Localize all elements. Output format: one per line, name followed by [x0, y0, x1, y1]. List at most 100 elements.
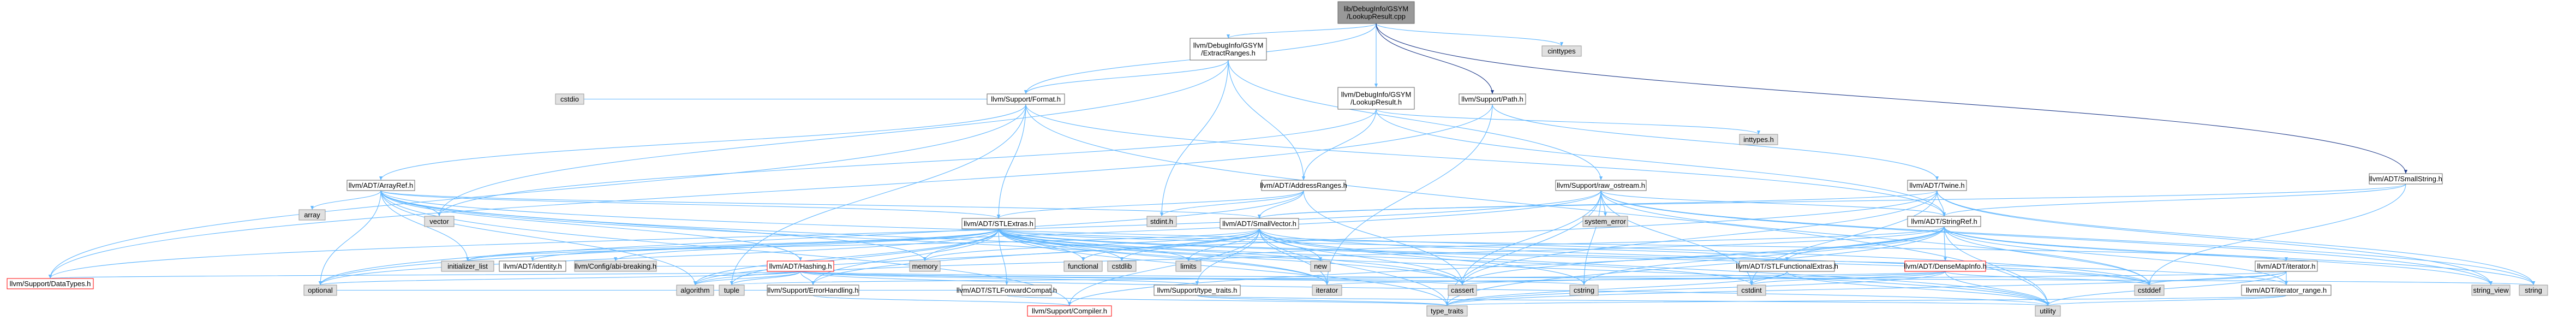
- node-llvm-adt-iterator-range-h[interactable]: llvm/ADT/iterator_range.h: [2241, 284, 2332, 296]
- node-box: [676, 284, 714, 296]
- edge-eranges-to-stdint: [1160, 60, 1229, 217]
- edge-densemapinfo-to-cassert: [1461, 271, 1946, 286]
- node-llvm-adt-twine-h[interactable]: llvm/ADT/Twine.h: [1907, 180, 1967, 191]
- node-box: [2134, 284, 2165, 296]
- edge-stlextras-to-functional: [998, 228, 1085, 262]
- edges-layer: [48, 23, 2535, 306]
- edge-densemapinfo-to-cstddef: [1945, 271, 2151, 286]
- edge-stringref-to-string: [1944, 226, 2535, 286]
- edge-smallvector-to-iterator: [1259, 228, 1329, 286]
- edge-rawostream-to-stringref: [1600, 190, 1946, 217]
- node-box: [1426, 305, 1468, 317]
- node-llvm-debuginfo-gsym-extractranges-h[interactable]: llvm/DebugInfo/GSYM/ExtractRanges.h: [1190, 38, 1267, 61]
- edge-rawostream-to-optional: [319, 190, 1601, 286]
- edge-arrayref-to-optional: [318, 190, 381, 286]
- node-label: cstring: [1574, 286, 1594, 294]
- node-cstring: cstring: [1569, 284, 1599, 296]
- node-llvm-support-errorhandling-h[interactable]: llvm/Support/ErrorHandling.h: [767, 284, 859, 296]
- edge-lookupres-to-addrranges: [1301, 109, 1377, 181]
- node-box: [555, 93, 584, 105]
- node-label: llvm/DebugInfo/GSYM: [1193, 42, 1264, 50]
- node-llvm-support-type-traits-h[interactable]: llvm/Support/type_traits.h: [1153, 284, 1241, 296]
- node-box: [1175, 260, 1202, 272]
- node-llvm-support-compiler-h[interactable]: llvm/Support/Compiler.h: [1027, 305, 1112, 317]
- node-lib-debuginfo-gsym-lookupresult-cpp[interactable]: lib/DebugInfo/GSYM/LookupResult.cpp: [1337, 1, 1415, 24]
- edge-typetraitsh-to-utility: [1197, 295, 2049, 306]
- node-llvm-adt-addressranges-h[interactable]: llvm/ADT/AddressRanges.h: [1260, 180, 1347, 191]
- node-cinttypes: cinttypes: [1541, 45, 1582, 57]
- node-llvm-adt-iterator-h[interactable]: llvm/ADT/iterator.h: [2255, 260, 2318, 272]
- edge-path-to-iterator: [1325, 104, 1493, 286]
- edge-stlextras-to-initlist: [466, 228, 999, 262]
- edge-eranges-to-vector: [437, 60, 1229, 217]
- node-llvm-support-path-h[interactable]: llvm/Support/Path.h: [1459, 93, 1526, 105]
- edge-lookupres-to-stringref: [1376, 109, 1946, 217]
- edge-addrranges-to-optional: [319, 190, 1304, 286]
- node-algorithm: algorithm: [676, 284, 714, 296]
- edge-stlextras-to-identity: [531, 228, 999, 262]
- node-box: [961, 218, 1036, 229]
- node-label: type_traits: [1431, 307, 1463, 315]
- node-llvm-adt-smallstring-h[interactable]: llvm/ADT/SmallString.h: [2369, 173, 2443, 185]
- edge-arrayref-to-compiler: [380, 190, 1071, 306]
- node-box: [1904, 260, 1986, 272]
- node-iterator: iterator: [1312, 284, 1342, 296]
- node-label: llvm/ADT/STLForwardCompat.h: [957, 286, 1057, 294]
- node-label: llvm/Support/Path.h: [1461, 95, 1523, 103]
- node-label: llvm/ADT/StringRef.h: [1911, 217, 1977, 226]
- node-box: [2369, 173, 2443, 185]
- node-box: [2471, 284, 2511, 296]
- node-llvm-adt-stringref-h[interactable]: llvm/ADT/StringRef.h: [1907, 216, 1981, 227]
- node-box: [2241, 284, 2332, 296]
- edge-stlextras-to-cstddef: [998, 228, 2151, 286]
- node-llvm-adt-identity-h[interactable]: llvm/ADT/identity.h: [499, 260, 566, 272]
- node-label: cstdint: [1741, 286, 1762, 294]
- node-box: [1739, 260, 1835, 272]
- node-label: llvm/Support/type_traits.h: [1157, 286, 1238, 294]
- node-llvm-adt-stlextras-h[interactable]: llvm/ADT/STLExtras.h: [961, 218, 1036, 229]
- edge-stringref-to-compiler: [1068, 226, 1945, 306]
- node-llvm-adt-densemapinfo-h[interactable]: llvm/ADT/DenseMapInfo.h: [1904, 260, 1987, 272]
- node-llvm-adt-hashing-h[interactable]: llvm/ADT/Hashing.h: [767, 260, 834, 272]
- node-label: iterator: [1316, 286, 1338, 294]
- edge-stringref-to-cstddef: [1944, 226, 2151, 286]
- edge-smallvector-to-limits: [1186, 228, 1260, 262]
- node-label: lib/DebugInfo/GSYM: [1344, 5, 1409, 13]
- edge-stringref-to-algorithm: [694, 226, 1945, 286]
- node-label: optional: [308, 286, 333, 294]
- node-box: [987, 93, 1065, 105]
- edge-stringref-to-cassert: [1461, 226, 1945, 286]
- node-llvm-debuginfo-gsym-lookupresult-h[interactable]: llvm/DebugInfo/GSYM/LookupResult.h: [1337, 87, 1415, 110]
- edge-iteratorh-to-cstddef: [2148, 271, 2287, 286]
- node-box: [719, 284, 745, 296]
- node-label: functional: [1068, 262, 1098, 270]
- edge-arrayref-to-stlextras: [380, 190, 1000, 219]
- edge-stlextras-to-typetraits: [998, 228, 1449, 306]
- node-llvm-support-datatypes-h[interactable]: llvm/Support/DataTypes.h: [7, 278, 94, 289]
- node-llvm-adt-stlfunctionalextras-h[interactable]: llvm/ADT/STLFunctionalExtras.h: [1736, 260, 1838, 272]
- edge-eranges-to-format: [1024, 60, 1229, 94]
- node-label: initializer_list: [447, 262, 488, 270]
- node-llvm-adt-arrayref-h[interactable]: llvm/ADT/ArrayRef.h: [346, 180, 415, 191]
- node-box: [1310, 260, 1331, 272]
- edge-lookupres-to-vector: [438, 109, 1377, 217]
- node-box: [1261, 180, 1346, 191]
- node-llvm-adt-smallvector-h[interactable]: llvm/ADT/SmallVector.h: [1220, 218, 1299, 229]
- node-llvm-support-raw-ostream-h[interactable]: llvm/Support/raw_ostream.h: [1555, 180, 1647, 191]
- edge-format-to-arrayref: [379, 104, 1026, 181]
- edge-smallstring-to-cstddef: [2147, 183, 2406, 286]
- node-box: [1541, 45, 1582, 57]
- node-llvm-support-format-h[interactable]: llvm/Support/Format.h: [987, 93, 1065, 105]
- edge-smallvector-to-cstring: [1259, 228, 1586, 286]
- node-label: llvm/Support/Compiler.h: [1032, 307, 1107, 315]
- edge-path-to-datatypes: [49, 104, 1493, 279]
- edge-stlextras-to-optional: [319, 228, 999, 286]
- edge-hashing-to-typetraitsh: [800, 271, 1199, 286]
- node-box: [346, 180, 415, 191]
- node-box: [1337, 87, 1415, 110]
- node-label: utility: [2040, 307, 2056, 315]
- edge-stringref-to-cstring: [1582, 226, 1945, 286]
- edge-twine-to-stringview: [1937, 190, 2493, 286]
- node-box: [767, 284, 859, 296]
- node-llvm-adt-stlforwardcompat-h[interactable]: llvm/ADT/STLForwardCompat.h: [957, 284, 1057, 296]
